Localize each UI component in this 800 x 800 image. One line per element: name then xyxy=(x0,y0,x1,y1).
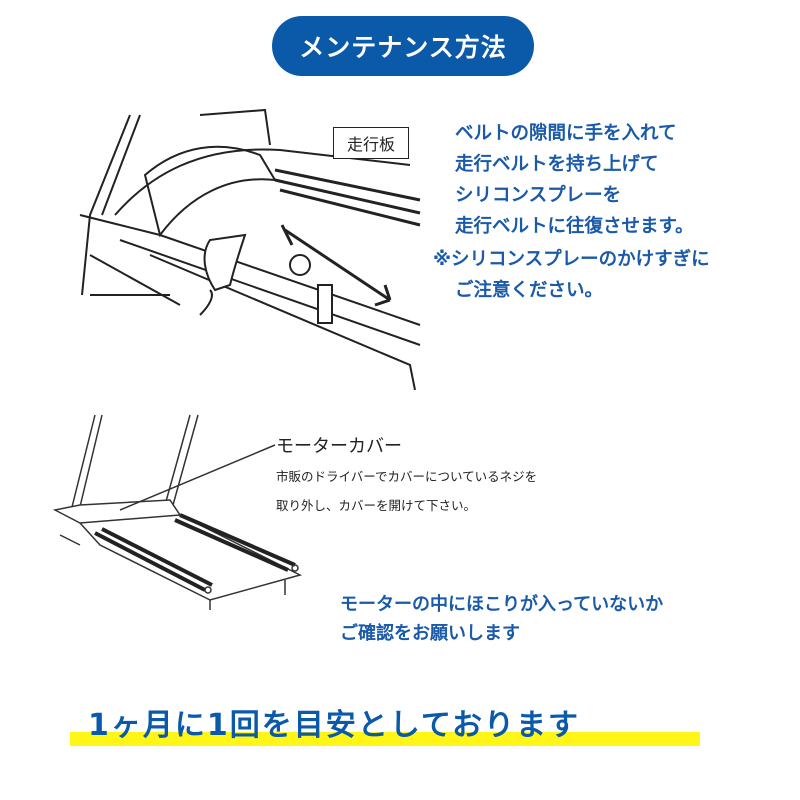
running-board-label: 走行板 xyxy=(333,127,409,159)
instruction-line: 走行ベルトを持ち上げて xyxy=(455,154,659,175)
motor-cover-description: 市販のドライバーでカバーについているネジを 取り外し、カバーを開けて下さい。 xyxy=(276,462,537,520)
note-line: ご注意ください。 xyxy=(455,280,604,301)
frequency-banner: 1ヶ月に1回を目安としております xyxy=(70,700,700,750)
check-line: モーターの中にほこりが入っていないか xyxy=(340,594,664,615)
description-line: 取り外し、カバーを開けて下さい。 xyxy=(276,498,477,513)
belt-lubrication-illustration xyxy=(79,108,421,390)
motor-check-text: モーターの中にほこりが入っていないか ご確認をお願いします xyxy=(340,590,663,648)
treadmill-motor-cover-illustration xyxy=(52,414,303,610)
highlight-bar xyxy=(70,732,700,746)
check-line: ご確認をお願いします xyxy=(340,623,520,644)
frequency-text: 1ヶ月に1回を目安としております xyxy=(88,708,580,743)
instruction-line: シリコンスプレーを xyxy=(455,185,622,206)
instruction-line: 走行ベルトに往復させます。 xyxy=(455,216,694,237)
instruction-line: ベルトの隙間に手を入れて xyxy=(455,123,677,144)
note-line: ※シリコンスプレーのかけすぎに xyxy=(433,249,710,270)
title-badge: メンテナンス方法 xyxy=(272,16,534,76)
instruction-text: ベルトの隙間に手を入れて 走行ベルトを持ち上げて シリコンスプレーを 走行ベルト… xyxy=(455,118,694,242)
description-line: 市販のドライバーでカバーについているネジを xyxy=(276,469,538,484)
caution-note: ※シリコンスプレーのかけすぎに ご注意ください。 xyxy=(433,244,710,306)
page-title: メンテナンス方法 xyxy=(299,33,507,62)
motor-cover-label: モーターカバー xyxy=(276,436,402,457)
